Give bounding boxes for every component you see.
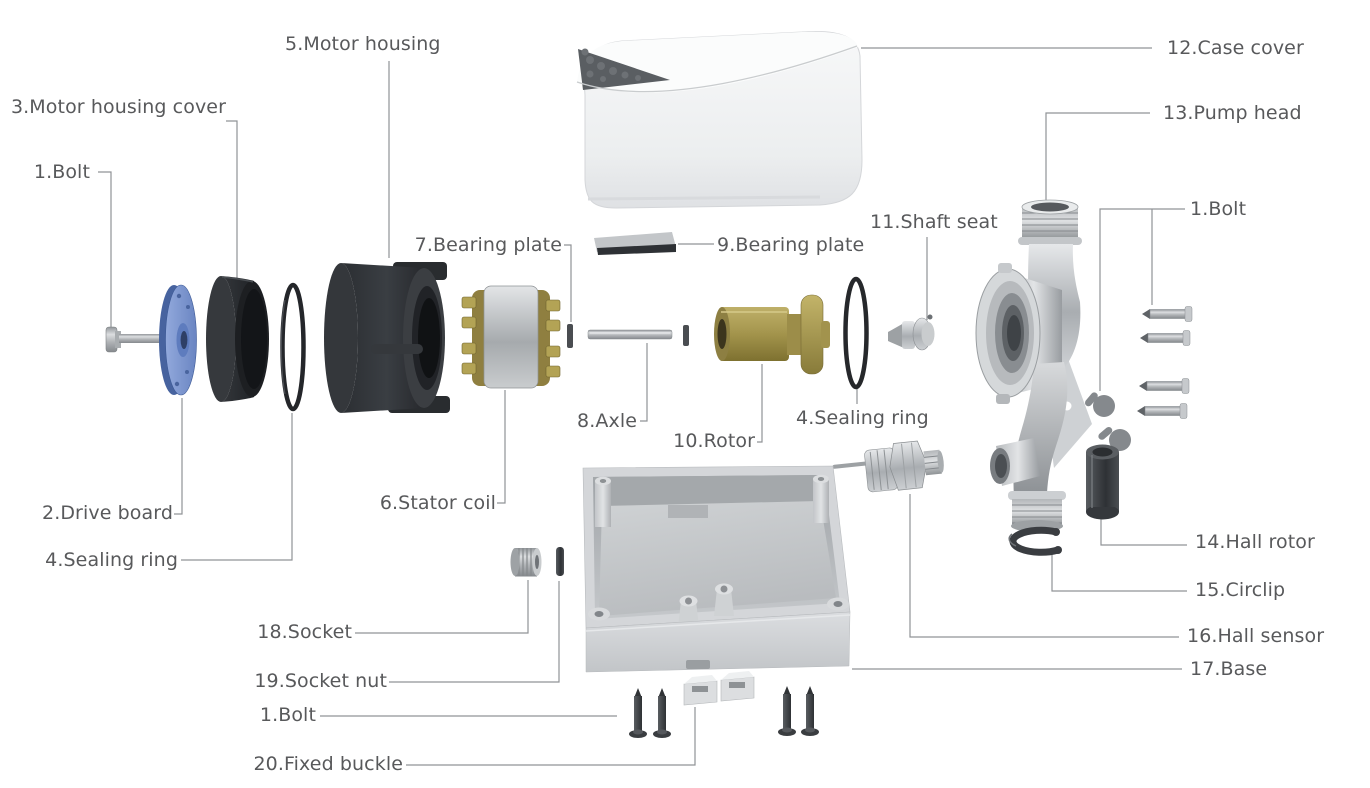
label-bolt-bottom: 1.Bolt xyxy=(259,704,316,726)
screw xyxy=(1140,330,1191,346)
label-shaft-seat: 11.Shaft seat xyxy=(870,211,998,233)
label-hall-sensor: 16.Hall sensor xyxy=(1187,625,1325,647)
label-circlip: 15.Circlip xyxy=(1195,579,1286,601)
label-drive-board: 2.Drive board xyxy=(42,502,173,524)
bearing-plate-small-right xyxy=(683,325,689,346)
hall-rotor-part xyxy=(1086,444,1119,520)
hall-sensor-part xyxy=(832,440,944,493)
label-rotor: 10.Rotor xyxy=(673,430,755,452)
screw xyxy=(1142,306,1193,322)
screw xyxy=(778,686,796,736)
label-socket: 18.Socket xyxy=(257,621,352,643)
case-cover-part xyxy=(576,30,863,209)
leader-bolt-left xyxy=(98,171,112,329)
label-motor-housing-cover: 3.Motor housing cover xyxy=(10,96,226,118)
leader-stator-coil xyxy=(497,390,506,504)
leader-lines xyxy=(98,47,1187,766)
sealing-ring-right-part xyxy=(843,276,869,390)
label-bearing-plate-7: 7.Bearing plate xyxy=(414,234,562,256)
bearing-plate-flat xyxy=(594,232,676,255)
leader-axle xyxy=(640,343,648,422)
pin-clips xyxy=(1084,392,1131,451)
drive-board-part xyxy=(159,284,197,396)
leader-bolt-right xyxy=(1099,208,1185,391)
label-fixed-buckle: 20.Fixed buckle xyxy=(253,753,403,775)
label-hall-rotor: 14.Hall rotor xyxy=(1195,531,1315,553)
leader-hall-sensor xyxy=(909,494,1179,638)
leader-fixed-buckle xyxy=(406,707,696,766)
leader-drive-board xyxy=(174,398,183,515)
stator-coil-part xyxy=(461,285,561,389)
label-case-cover: 12.Case cover xyxy=(1167,37,1304,59)
leader-motor-housing-cover xyxy=(226,120,238,332)
label-stator-coil: 6.Stator coil xyxy=(379,492,496,514)
label-sealing-ring-left: 4.Sealing ring xyxy=(45,549,178,571)
screw xyxy=(801,686,819,736)
socket-nut-part xyxy=(556,547,564,576)
motor-housing-part xyxy=(324,262,450,413)
label-sealing-ring-right: 4.Sealing ring xyxy=(796,407,929,429)
label-bearing-plate-9: 9.Bearing plate xyxy=(717,234,865,256)
leader-hall-rotor xyxy=(1100,514,1187,546)
label-axle: 8.Axle xyxy=(577,410,637,432)
shaft-seat-part xyxy=(888,314,935,351)
sealing-ring-left-part xyxy=(280,282,306,412)
axle-part xyxy=(587,329,673,340)
leader-pump-head xyxy=(1045,112,1150,202)
pump-head-part xyxy=(975,199,1092,532)
bearing-plate-small-left xyxy=(567,324,573,348)
circlip-part xyxy=(1008,526,1062,556)
screw xyxy=(629,688,647,738)
bolt-part-right-group xyxy=(1137,306,1193,419)
screw xyxy=(1139,378,1190,394)
leader-bearing-plate-7 xyxy=(564,244,572,322)
motor-housing-cover-part xyxy=(206,276,269,402)
label-motor-housing: 5.Motor housing xyxy=(285,33,441,55)
leader-socket xyxy=(355,580,529,634)
leader-sealing-ring-left xyxy=(181,413,293,561)
label-pump-head: 13.Pump head xyxy=(1163,102,1302,124)
fixed-buckle-part xyxy=(683,671,755,706)
leader-circlip xyxy=(1051,550,1187,592)
leader-rotor xyxy=(757,364,763,443)
base-part xyxy=(582,465,851,673)
screw xyxy=(1137,403,1188,419)
leader-socket-nut xyxy=(389,581,560,683)
label-base: 17.Base xyxy=(1190,658,1268,680)
socket-part xyxy=(510,548,542,577)
label-socket-nut: 19.Socket nut xyxy=(254,670,387,692)
bolt-part-bottom-group xyxy=(629,686,819,738)
label-bolt-left: 1.Bolt xyxy=(33,161,90,183)
label-bolt-right: 1.Bolt xyxy=(1190,198,1247,220)
rotor-part xyxy=(714,294,830,375)
screw xyxy=(653,688,671,738)
